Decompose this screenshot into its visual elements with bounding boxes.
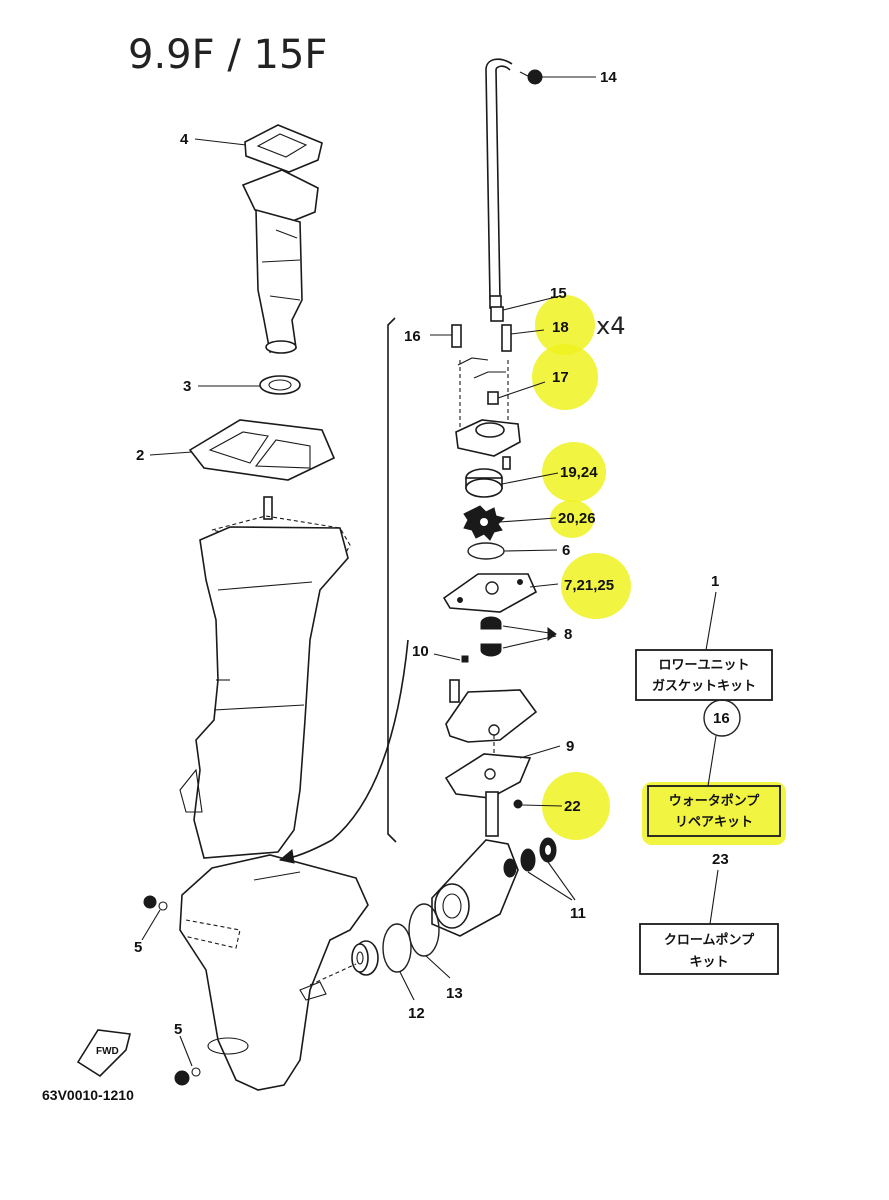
chrome-pump-kit-line1: クロームポンプ [664, 932, 755, 948]
label-20-26: 20,26 [558, 510, 596, 527]
part-4-gasket [194, 124, 323, 173]
label-13: 13 [446, 985, 463, 1002]
impeller [463, 505, 505, 541]
upper-casing [179, 496, 351, 859]
label-16: 16 [404, 328, 421, 345]
label-8: 8 [564, 626, 572, 643]
part-3-seal [198, 375, 301, 395]
highlight-water-pump-kit [642, 782, 786, 845]
label-22: 22 [564, 798, 581, 815]
exhaust-guide [241, 169, 319, 354]
water-pump-housing [430, 295, 561, 470]
part-7-plate [442, 573, 559, 613]
drive-shaft [485, 791, 563, 837]
highlight-marks [532, 295, 786, 845]
gasket-kit-line2: ガスケットキット [652, 679, 756, 694]
propeller-shaft-parts [309, 837, 576, 1001]
water-pump-kit-line1: ウォータポンプ [669, 793, 761, 809]
drawing-code: 63V0010-1210 [42, 1087, 134, 1103]
label-2: 2 [136, 447, 144, 464]
highlight-17 [532, 344, 598, 410]
highlight-19-24 [542, 442, 606, 502]
circle-16 [703, 699, 741, 737]
impeller-parts [463, 468, 559, 541]
chrome-pump-kit-line2: キット [689, 955, 728, 970]
highlight-22 [542, 772, 610, 840]
label-23: 23 [712, 851, 729, 868]
label-12: 12 [408, 1005, 425, 1022]
chrome-pump-kit-box [639, 923, 779, 975]
label-4: 4 [180, 131, 189, 148]
highlight-20-26 [550, 500, 594, 538]
part-5-bolts [141, 895, 201, 1086]
part-10-pin [433, 653, 469, 663]
highlight-18 [535, 295, 595, 355]
label-7-21-25: 7,21,25 [564, 577, 614, 594]
water-pipe [485, 58, 596, 309]
gasket-kit-line1: ロワーユニット [658, 658, 749, 673]
label-16-kit: 16 [713, 710, 730, 727]
label-19-24: 19,24 [560, 464, 598, 481]
label-1: 1 [711, 573, 719, 590]
part-2-gasket [149, 419, 336, 481]
label-5-lower: 5 [174, 1021, 182, 1038]
fwd-label: FWD [96, 1046, 119, 1057]
part-6-o-ring [467, 542, 558, 560]
water-pump-kit-line2: リペアキット [675, 815, 753, 830]
assembly-bracket [278, 317, 409, 864]
label-9: 9 [566, 738, 574, 755]
handwritten-quantity: x4 [596, 312, 625, 340]
label-6: 6 [562, 542, 570, 559]
kit-callouts: 1 ロワーユニット ガスケットキット 16 ウォータポンプ リペアキット 23 … [635, 573, 781, 975]
label-18: 18 [552, 319, 569, 336]
part-number-labels: 4 3 2 5 5 14 15 16 18 17 19,24 20,26 6 7… [134, 69, 617, 1038]
label-15: 15 [550, 285, 567, 302]
label-14: 14 [600, 69, 617, 86]
gasket-kit-box [635, 649, 773, 701]
label-5-upper: 5 [134, 939, 142, 956]
label-11: 11 [570, 905, 586, 922]
label-3: 3 [183, 378, 191, 395]
handwritten-title: 9.9F / 15F [128, 32, 327, 78]
highlight-7-21-25 [561, 553, 631, 619]
lower-casing [179, 854, 369, 1091]
label-17: 17 [552, 369, 569, 386]
forward-arrow-icon: FWD [76, 1029, 131, 1078]
part-9-gasket [444, 745, 561, 799]
part-8-seals [480, 616, 557, 657]
water-pump-kit-box [647, 785, 781, 837]
pump-base [445, 679, 538, 762]
label-10: 10 [412, 643, 429, 660]
